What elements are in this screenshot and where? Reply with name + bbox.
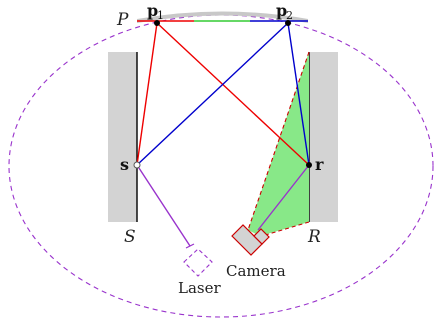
point-s [133,161,141,169]
ray-r-to-camera [257,164,310,231]
label-plane-p: P [116,10,129,30]
label-p2: p [276,1,287,20]
ray-p1-to-r [156,22,310,166]
label-wall-r: R [307,227,321,247]
label-wall-s: S [124,227,136,247]
camera-frustum [248,52,309,236]
label-camera: Camera [226,262,286,280]
label-laser: Laser [178,279,221,297]
point-p1 [154,20,160,26]
ray-s-to-p2 [136,22,289,166]
laser-icon [183,243,213,277]
camera-icon [231,224,270,256]
label-p1-sub: 1 [157,9,164,22]
wall-r [309,52,338,222]
ray-s-to-laser [136,164,191,247]
wall-s [108,52,137,222]
frustum-edge-lower [261,221,310,237]
point-p2 [285,20,291,26]
label-s: s [120,155,129,174]
label-p2-sub: 2 [286,9,293,22]
plane-p-bar [137,11,308,23]
dashed-ellipse [8,14,434,318]
label-r: r [315,155,324,174]
point-r [306,162,312,168]
ray-p2-to-r [287,22,310,166]
label-p1: p [147,1,158,20]
ray-s-to-p1 [136,22,158,166]
frustum-edge-upper [247,51,310,231]
